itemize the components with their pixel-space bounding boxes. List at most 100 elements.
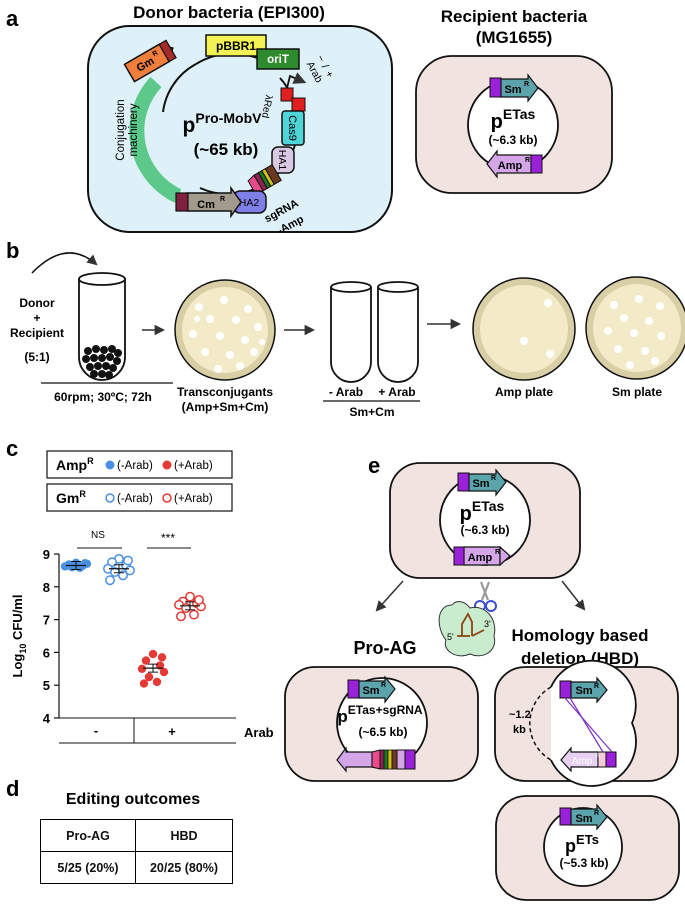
ha1-label: HA1 — [276, 150, 288, 171]
recipient-plasmid-size: (~6.3 kb) — [488, 133, 537, 147]
y-tick-label: 4 — [43, 711, 51, 726]
ha2-label: HA2 — [239, 197, 260, 209]
panel-label-a: a — [6, 6, 19, 31]
recipient-amp-gene: Amp R — [486, 149, 543, 179]
homology-line-1 — [564, 697, 613, 753]
conjugation-label-2: machinery — [128, 103, 140, 156]
gm-sup: R — [152, 50, 160, 59]
e-hbd-deleted-arc — [529, 686, 552, 761]
hbd-title-1: Homology based — [512, 626, 649, 645]
hbd-deletion-size-1: ~1.2 — [509, 709, 531, 721]
data-point — [123, 555, 133, 566]
promoter-arrow — [286, 72, 307, 89]
orit-gene — [256, 48, 300, 70]
cas9-sgrna-complex-icon: 5' 3' — [438, 601, 496, 657]
e-top-sm-sup: R — [491, 475, 496, 482]
e-hbd-sm-gene: Sm R — [559, 676, 608, 704]
y-tick-label: 7 — [43, 613, 50, 628]
editing-outcomes-table: Pro-AG HBD 5/25 (20%) 20/25 (80%) — [40, 819, 233, 884]
sm-plate — [585, 276, 685, 380]
b-plus-arab: + Arab — [378, 385, 415, 399]
cm-label: Cm — [197, 199, 215, 211]
b-conditions: 60rpm; 30ºC; 72h — [54, 390, 152, 404]
legend-gm-minus-marker — [105, 493, 115, 503]
recipient-title: Recipient bacteria — [441, 7, 588, 26]
e-top-amp-sup: R — [495, 549, 500, 556]
arab-x-label: Arab — [244, 725, 274, 740]
cas9-gene: Cas9 — [281, 110, 305, 146]
e-result-sm-label: Sm — [575, 813, 592, 825]
data-point — [139, 679, 149, 688]
arab-group-table: - + — [59, 717, 236, 744]
data-point — [159, 667, 169, 677]
donor-plasmid-size: (~65 kb) — [194, 140, 259, 159]
gm-gene: Gm R — [123, 39, 177, 83]
data-point — [176, 611, 186, 622]
lambda-red-block-2 — [291, 97, 306, 112]
b-transconjugants-selection: (Amp+Sm+Cm) — [182, 400, 269, 414]
b-sm-plate: Sm plate — [612, 385, 662, 399]
legend-amp-minus-marker — [105, 460, 115, 470]
arab-slash: / — [319, 62, 331, 70]
homology-line-2 — [569, 697, 604, 753]
e-proag-sm-label: Sm — [362, 685, 379, 697]
e-proag-plasmid-name: pETas+sgRNA — [337, 703, 423, 726]
recipient-sm-gene: Sm R — [489, 73, 539, 103]
e-hbd-amp-gene: Amp R — [560, 746, 617, 773]
data-point — [185, 591, 195, 602]
data-point — [189, 609, 199, 620]
data-point — [137, 664, 147, 673]
data-point — [152, 677, 162, 687]
e-result-plasmid-name: pETs — [565, 832, 599, 856]
data-point — [105, 575, 115, 586]
b-recipient: Recipient — [10, 326, 64, 340]
donor-plasmid-name: pPro-MobV — [183, 110, 263, 137]
table-row: 5/25 (20%) 20/25 (80%) — [40, 851, 233, 884]
e-result-sm-gene: Sm R — [559, 803, 608, 831]
b-ratio: (5:1) — [24, 350, 49, 364]
cm-sup: R — [220, 196, 225, 203]
recipient-amp-sup: R — [525, 157, 530, 164]
sgrna-5-prime: 5' — [447, 632, 454, 642]
e-proag-sm-gene: Sm R — [347, 675, 396, 704]
sgrna-3-prime: 3' — [484, 619, 491, 629]
b-plus: + — [33, 311, 40, 325]
panel-label-e: e — [368, 453, 380, 478]
e-hbd-sm-label: Sm — [575, 685, 592, 697]
conjugation-label-1: Conjugation — [115, 99, 127, 160]
arrow-e-left — [375, 580, 404, 612]
lambda-red-label: λRed — [259, 94, 274, 119]
proag-title: Pro-AG — [354, 638, 417, 658]
legend-amp-minus: (-Arab) — [117, 460, 153, 472]
table-header-proag: Pro-AG — [40, 819, 136, 852]
b-amp-plate: Amp plate — [495, 385, 553, 399]
recipient-sm-sup: R — [524, 81, 529, 88]
group-plus: + — [168, 724, 176, 739]
bacteria-pellet — [82, 345, 122, 379]
hbd-deletion-size-2: kb — [513, 724, 526, 736]
y-tick-label: 5 — [43, 678, 50, 693]
scissors-icon — [474, 581, 497, 612]
data-point — [141, 656, 151, 665]
e-result-plasmid-circle — [543, 807, 623, 887]
recipient-strain: (MG1655) — [476, 28, 553, 47]
arrow-e-right — [561, 580, 586, 611]
recipient-sm-label: Sm — [504, 84, 521, 96]
b-donor: Donor — [19, 296, 55, 310]
arab-plus: + — [322, 69, 335, 80]
table-cell-proag: 5/25 (20%) — [40, 851, 136, 884]
b-transconjugants: Transconjugants — [177, 385, 273, 399]
tube-minus-arab — [330, 281, 372, 383]
e-proag-insertion — [336, 746, 416, 773]
e-top-sm-label: Sm — [472, 478, 489, 490]
tube-plus-arab — [377, 281, 419, 383]
table-cell-hbd: 20/25 (80%) — [135, 851, 233, 884]
arab-minus: − — [314, 53, 327, 64]
donor-arrow-curve — [31, 252, 98, 274]
legend-gm-label: GmR — [56, 489, 86, 506]
group-minus: - — [94, 723, 98, 738]
table-header-hbd: HBD — [135, 819, 233, 852]
b-tube-selection: Sm+Cm — [349, 405, 394, 419]
